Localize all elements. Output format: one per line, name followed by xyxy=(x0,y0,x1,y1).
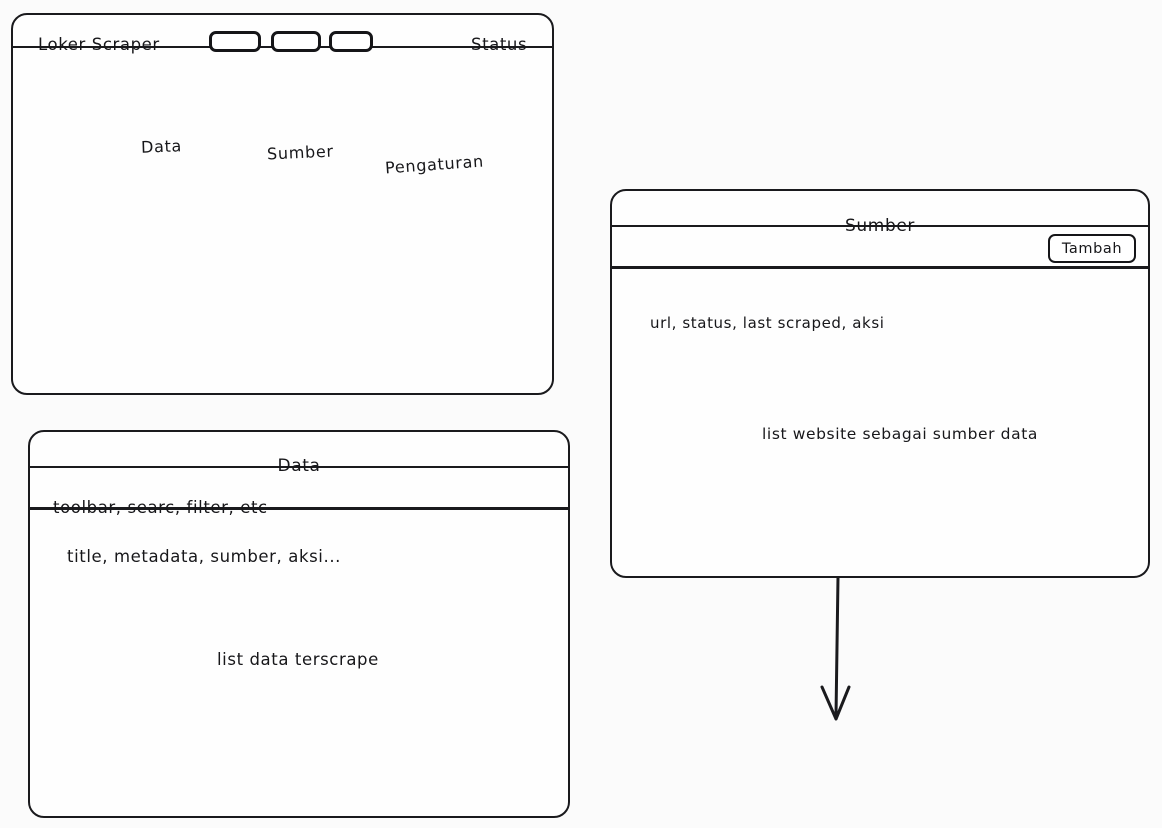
data-toolbar-row[interactable] xyxy=(30,468,568,510)
sumber-panel-title: Sumber xyxy=(845,216,915,236)
app-title: Loker Scraper xyxy=(38,35,160,54)
annotation-label-data: Data xyxy=(140,136,183,157)
sumber-panel: Sumber Tambah url, status, last scraped,… xyxy=(610,189,1150,578)
status-indicator-label: Status xyxy=(471,35,528,54)
data-panel-header xyxy=(30,432,568,468)
nav-button-pengaturan[interactable] xyxy=(329,31,373,52)
annotation-label-pengaturan: Pengaturan xyxy=(384,151,485,178)
annotation-label-sumber: Sumber xyxy=(266,141,335,164)
sumber-panel-header xyxy=(612,191,1148,227)
arrow-sumber-downstream xyxy=(820,575,851,721)
data-columns-placeholder-text: title, metadata, sumber, aksi... xyxy=(67,547,342,566)
nav-button-data[interactable] xyxy=(209,31,261,52)
tambah-button[interactable]: Tambah xyxy=(1048,234,1136,263)
sumber-columns-placeholder-text: url, status, last scraped, aksi xyxy=(650,314,885,332)
tambah-button-label: Tambah xyxy=(1061,240,1123,257)
nav-button-sumber[interactable] xyxy=(271,31,321,52)
data-panel-title: Data xyxy=(277,456,321,476)
sumber-list-placeholder-text: list website sebagai sumber data xyxy=(762,425,1038,443)
data-panel: Data toolbar, searc, filter, etc title, … xyxy=(28,430,570,818)
data-toolbar-placeholder-text: toolbar, searc, filter, etc xyxy=(53,498,268,517)
data-list-placeholder-text: list data terscrape xyxy=(217,650,379,669)
sumber-toolbar-row xyxy=(612,227,1148,269)
app-window: Loker Scraper Status Data Sumber Pengatu… xyxy=(11,13,554,395)
